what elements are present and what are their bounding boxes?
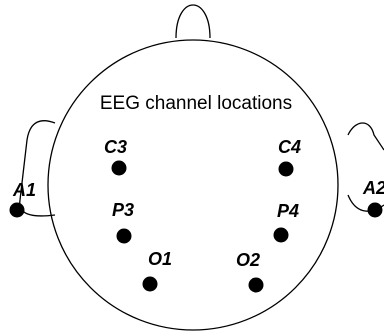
left-ear-outline [19, 120, 56, 217]
diagram-title: EEG channel locations [100, 93, 292, 114]
electrode-o1 [142, 276, 158, 292]
channel-label-o1: O1 [148, 249, 172, 269]
nose-outline [175, 4, 211, 39]
channel-label-p3: P3 [112, 200, 134, 220]
electrode-a2 [367, 202, 383, 218]
electrode-a1 [9, 202, 25, 218]
head-outline [47, 39, 339, 331]
electrode-p4 [273, 227, 289, 243]
channel-label-a2: A2 [362, 178, 384, 198]
electrode-o2 [248, 277, 264, 293]
channel-label-p4: P4 [277, 201, 299, 221]
electrode-p3 [116, 228, 132, 244]
electrode-c4 [278, 161, 294, 177]
channel-label-o2: O2 [236, 250, 260, 270]
channel-label-c3: C3 [104, 137, 127, 157]
channel-label-a1: A1 [12, 180, 36, 200]
electrode-c3 [111, 160, 127, 176]
channel-label-c4: C4 [278, 137, 301, 157]
